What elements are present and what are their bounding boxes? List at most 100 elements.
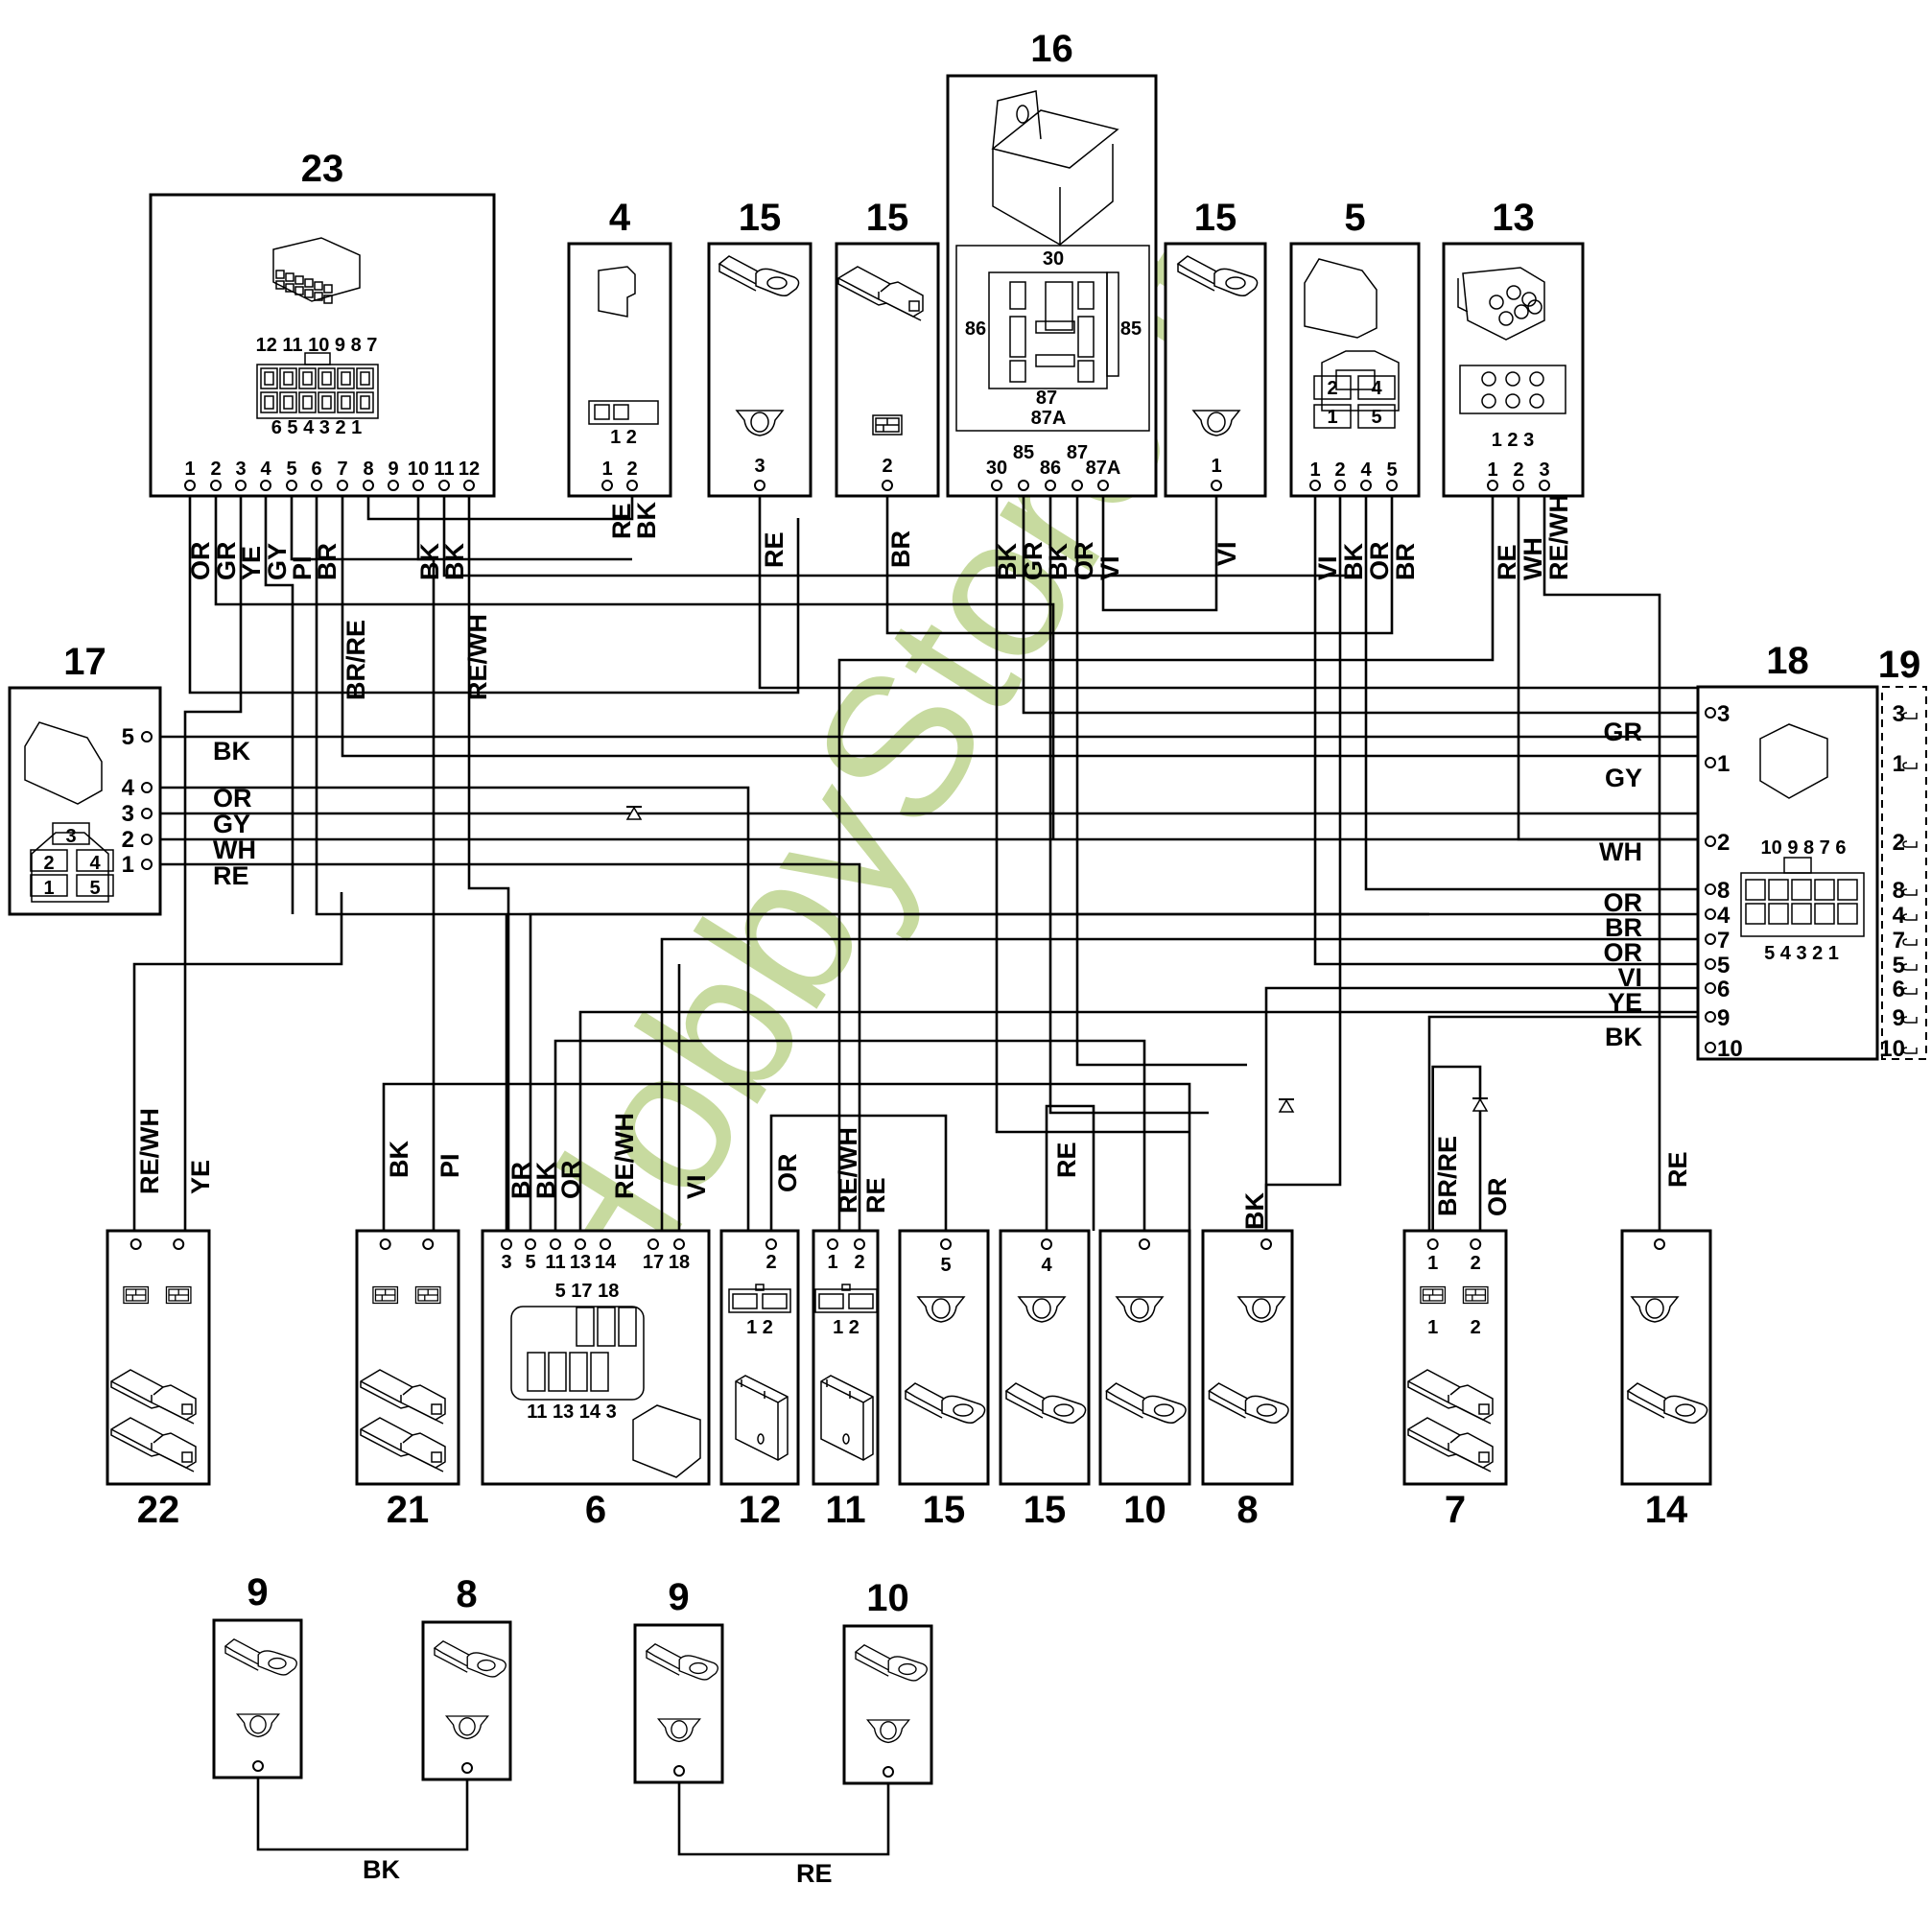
face-pin-label: 4 xyxy=(89,853,101,874)
connector-c21: 21 xyxy=(355,1229,460,1531)
wire xyxy=(382,1082,1191,1231)
socket-icon xyxy=(1902,1047,1918,1054)
pin-label: 1 xyxy=(1717,751,1730,777)
spade-face-icon xyxy=(872,414,903,436)
pin-terminal xyxy=(286,480,297,491)
face-pin-labels: 1 2 3 xyxy=(1492,430,1534,451)
wire xyxy=(442,490,1362,577)
pin-label: 5 xyxy=(286,459,296,480)
connector-number: 7 xyxy=(1445,1489,1466,1531)
pin-terminal xyxy=(1705,933,1716,945)
wire xyxy=(885,490,1394,635)
fuse-slot xyxy=(569,1352,588,1392)
cavity-3d xyxy=(323,284,333,294)
connector-number: 11 xyxy=(825,1489,865,1531)
pin-label: 2 xyxy=(1717,830,1730,856)
cavity xyxy=(298,367,317,389)
pin-terminal xyxy=(673,1765,685,1777)
cavity xyxy=(1791,903,1812,925)
pin-label: 3 xyxy=(501,1252,511,1273)
pin-terminal xyxy=(1386,480,1398,491)
pin-terminal xyxy=(1705,884,1716,895)
pin-terminal xyxy=(184,480,196,491)
latch xyxy=(304,352,331,365)
cavity-3d xyxy=(275,270,285,279)
socket-icon xyxy=(1902,987,1918,995)
relay-face-frame xyxy=(955,245,1150,432)
inner-labels-top: 5 17 18 xyxy=(555,1281,620,1302)
pin-terminal xyxy=(600,1238,611,1250)
pin-terminal xyxy=(648,1238,659,1250)
face-pin-label: 2 xyxy=(1471,1317,1481,1338)
wire xyxy=(152,862,861,1231)
pin-terminal xyxy=(252,1760,264,1772)
socket-icon xyxy=(1902,963,1918,971)
cavity xyxy=(1791,879,1812,901)
pin-label: 3 xyxy=(122,801,134,827)
connector-body xyxy=(842,1624,933,1785)
wire-label: RE xyxy=(1663,1151,1692,1188)
wire xyxy=(769,1114,948,1231)
pin-label: 3 xyxy=(1893,701,1905,727)
pin-terminal xyxy=(363,480,374,491)
relay-blade xyxy=(1077,316,1095,358)
fuse-holder xyxy=(510,1306,645,1401)
cavity-3d xyxy=(294,275,304,285)
relay-blade xyxy=(1035,354,1075,367)
cavity xyxy=(594,404,610,420)
connector-body xyxy=(999,1229,1091,1486)
relay-blade xyxy=(1077,360,1095,383)
wire xyxy=(837,490,1495,1231)
pin-label: 10 xyxy=(1879,1036,1905,1062)
pin-label: 2 xyxy=(882,456,892,477)
relay-blade xyxy=(1009,281,1026,310)
connector-body xyxy=(633,1623,724,1784)
connector-number: 15 xyxy=(866,197,909,239)
relay-blade xyxy=(1009,360,1026,383)
wire xyxy=(290,490,436,1231)
wire xyxy=(1431,1065,1482,1231)
connector-number: 10 xyxy=(866,1577,909,1619)
relay-hole xyxy=(1016,105,1029,124)
connector-body xyxy=(898,1229,990,1486)
wire xyxy=(366,490,634,521)
cavity xyxy=(1313,404,1352,429)
connector-number: 15 xyxy=(923,1489,966,1531)
face-pin-labels-top: 10 9 8 7 6 xyxy=(1761,837,1847,859)
pin-terminal xyxy=(260,480,271,491)
pin-label: 4 xyxy=(1041,1255,1052,1276)
cavity-3d xyxy=(285,272,294,282)
cavity xyxy=(52,822,90,845)
wire-label: OR xyxy=(1483,1178,1512,1217)
pin-label: 87A xyxy=(1086,458,1121,479)
wire-label: PI xyxy=(288,555,317,580)
face-pin-labels: 1 2 xyxy=(610,427,637,448)
wire xyxy=(1022,490,1698,715)
pin-terminal xyxy=(575,1238,586,1250)
fuse-face-icon xyxy=(814,1284,878,1313)
pin-label: 2 xyxy=(122,827,134,853)
cavity xyxy=(1837,879,1858,901)
connector-number: 8 xyxy=(1236,1489,1258,1531)
connector-c15d: 155 xyxy=(898,1229,990,1531)
cavity-3d xyxy=(275,280,285,290)
face-pin-label: 2 xyxy=(1327,378,1337,399)
pin-terminal xyxy=(1513,480,1524,491)
cavity xyxy=(1814,903,1835,925)
socket-icon xyxy=(1902,762,1918,769)
wire-label: GR xyxy=(212,542,241,581)
wire-label: RE/WH xyxy=(834,1127,862,1213)
pin-terminal xyxy=(173,1238,185,1250)
pin-terminal xyxy=(1539,480,1550,491)
wire-label: BR xyxy=(886,530,915,568)
connector-c14: 14 xyxy=(1620,1229,1712,1531)
cavity-inner xyxy=(360,371,370,386)
pin-label: 1 xyxy=(1893,751,1905,777)
wire-label: OR xyxy=(213,784,252,813)
connector-c8: 8 xyxy=(1201,1229,1294,1531)
cavity xyxy=(260,391,278,413)
